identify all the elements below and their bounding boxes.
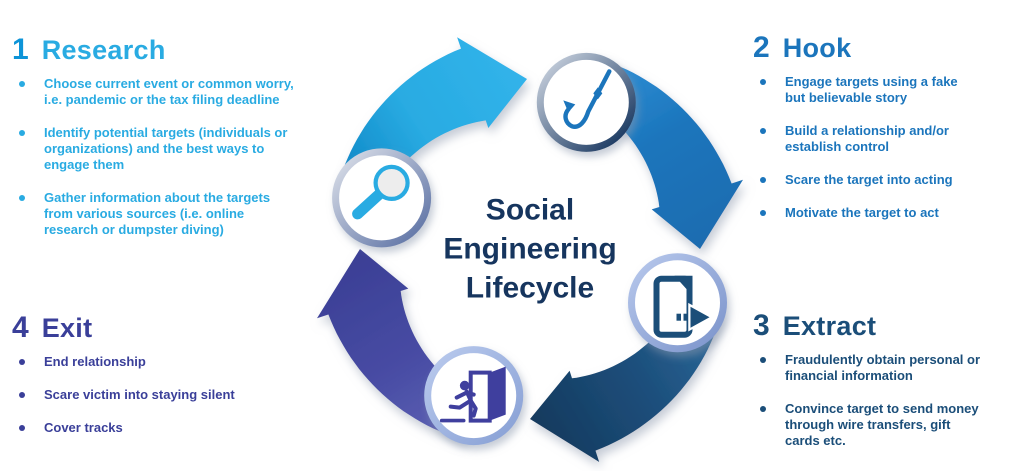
bullet-dot: [19, 392, 25, 398]
bullet-text: Gather information about the targets fro…: [44, 190, 271, 237]
section-number: 2: [753, 31, 770, 64]
section-bullets: Fraudulently obtain personal or financia…: [753, 352, 1023, 449]
bullet-text: Motivate the target to act: [785, 205, 939, 220]
section-number: 4: [12, 311, 29, 344]
title-line: Social: [485, 193, 575, 227]
magnifier-icon: [352, 164, 410, 220]
bullet-dot: [19, 195, 25, 201]
bullet-dot: [760, 177, 766, 183]
bullet-dot: [19, 81, 25, 87]
bullet-text: End relationship: [44, 354, 146, 369]
section-header: 1 Research: [12, 33, 352, 67]
bullet-item: Scare victim into staying silent: [12, 387, 312, 403]
exit-door-icon: [439, 366, 506, 423]
bullet-dot: [760, 406, 766, 412]
stage-circle-hook: [536, 52, 636, 152]
bullet-text: Scare the target into acting: [785, 172, 953, 187]
title-line: Lifecycle: [465, 271, 595, 305]
section-bullets: Choose current event or common worry, i.…: [12, 76, 352, 238]
section-number: 3: [753, 309, 770, 342]
section-research: 1 Research Choose current event or commo…: [12, 33, 352, 255]
bullet-dot: [760, 79, 766, 85]
section-heading: Hook: [782, 33, 852, 63]
bullet-text: Build a relationship and/or establish co…: [785, 123, 949, 154]
section-heading: Exit: [41, 313, 93, 343]
bullet-text: Fraudulently obtain personal or financia…: [785, 352, 981, 383]
bullet-item: Cover tracks: [12, 420, 312, 436]
bullet-text: Scare victim into staying silent: [44, 387, 235, 402]
section-header: 4 Exit: [12, 311, 312, 345]
section-hook: 2 Hook Engage targets using a fake but b…: [753, 31, 1023, 238]
bullet-text: Identify potential targets (individuals …: [44, 125, 288, 172]
bullet-text: Cover tracks: [44, 420, 123, 435]
bullet-item: Scare the target into acting: [753, 172, 1023, 188]
bullet-item: End relationship: [12, 354, 312, 370]
bullet-item: Choose current event or common worry, i.…: [12, 76, 352, 108]
page-title: Social Engineering Lifecycle: [443, 191, 616, 308]
bullet-dot: [760, 357, 766, 363]
fish-hook-icon: [563, 69, 612, 129]
bullet-item: Motivate the target to act: [753, 205, 1023, 221]
bullet-item: Identify potential targets (individuals …: [12, 125, 352, 173]
bullet-text: Convince target to send money through wi…: [785, 401, 979, 448]
bullet-item: Convince target to send money through wi…: [753, 401, 1023, 449]
bullet-text: Choose current event or common worry, i.…: [44, 76, 294, 107]
bullet-dot: [19, 130, 25, 136]
section-heading: Extract: [782, 311, 877, 341]
section-header: 3 Extract: [753, 309, 1023, 343]
title-line: Engineering: [443, 232, 617, 266]
section-extract: 3 Extract Fraudulently obtain personal o…: [753, 309, 1023, 466]
bullet-text: Engage targets using a fake but believab…: [785, 74, 958, 105]
bullet-dot: [760, 210, 766, 216]
bullet-dot: [760, 128, 766, 134]
bullet-item: Fraudulently obtain personal or financia…: [753, 352, 1023, 384]
section-header: 2 Hook: [753, 31, 1023, 65]
bullet-dot: [19, 425, 25, 431]
bullet-item: Gather information about the targets fro…: [12, 190, 352, 238]
bullet-item: Engage targets using a fake but believab…: [753, 74, 1023, 106]
section-bullets: Engage targets using a fake but believab…: [753, 74, 1023, 221]
section-number: 1: [12, 33, 29, 66]
document-extract-icon: [653, 275, 715, 338]
bullet-dot: [19, 359, 25, 365]
section-heading: Research: [41, 35, 166, 65]
bullet-item: Build a relationship and/or establish co…: [753, 123, 1023, 155]
